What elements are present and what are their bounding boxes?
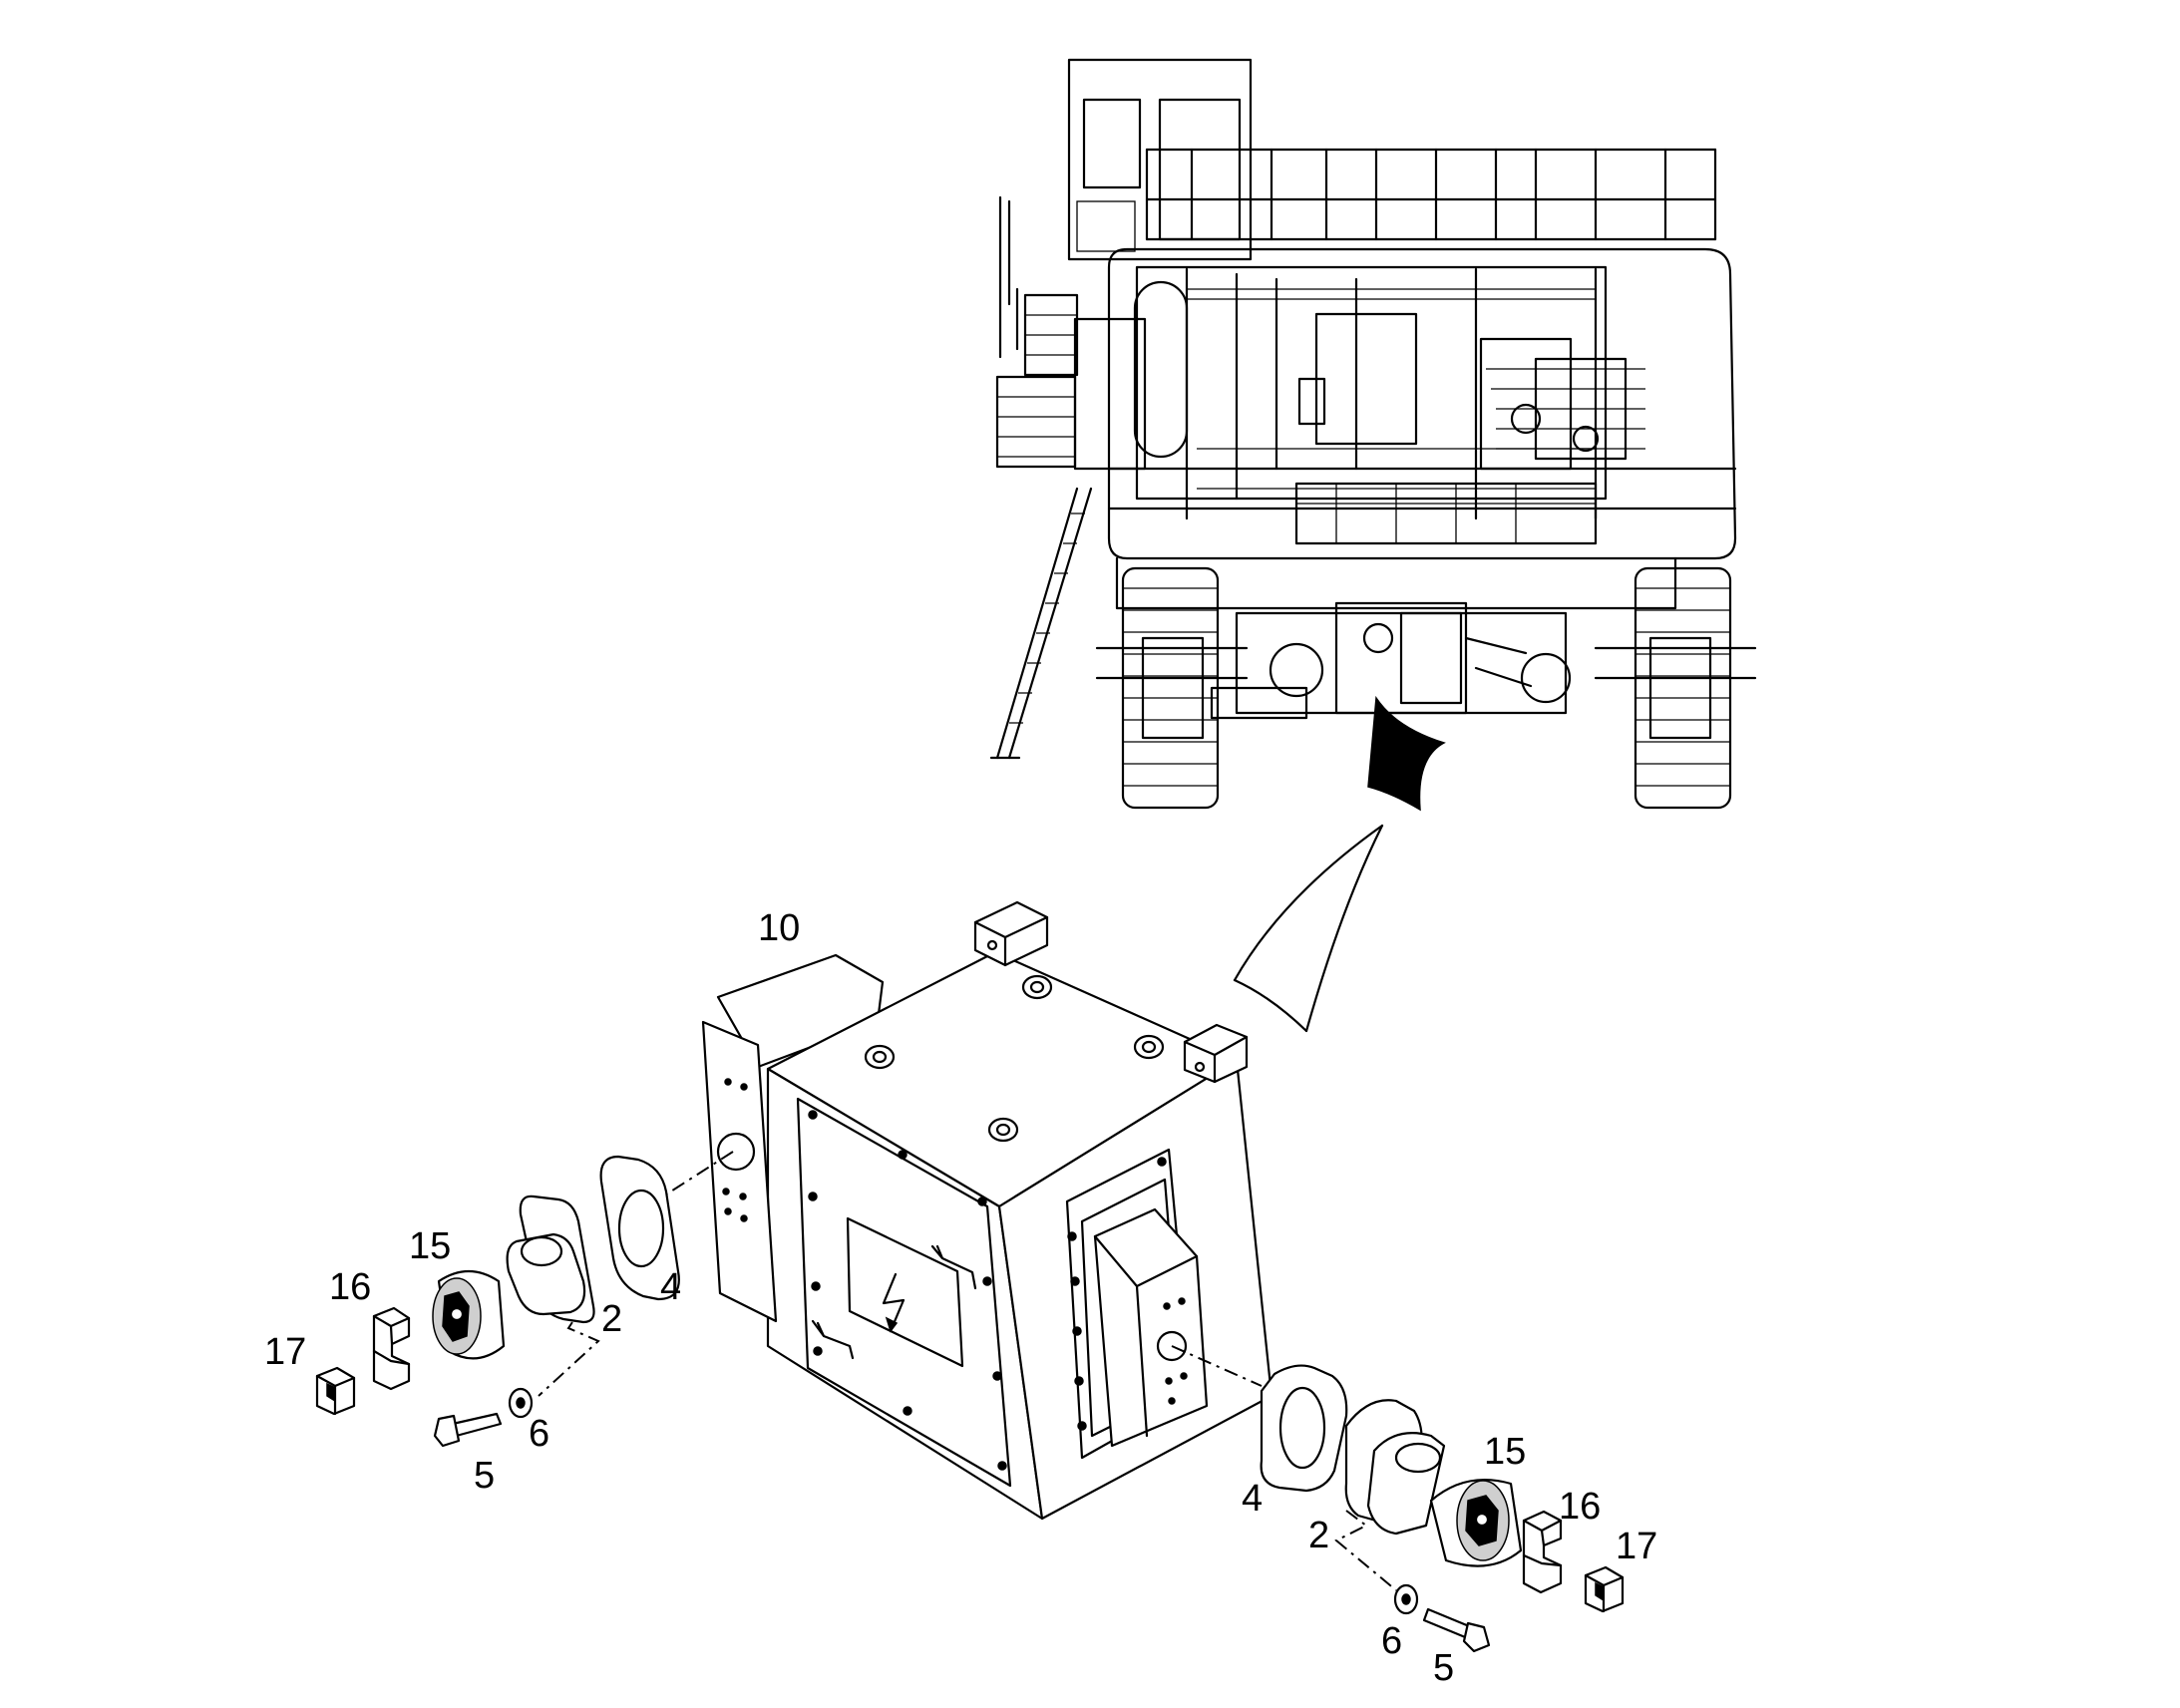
- washer-6-right: [1393, 1583, 1419, 1615]
- callout-15-left: 15: [409, 1225, 451, 1267]
- callout-5-right: 5: [1433, 1647, 1454, 1689]
- callout-16-left: 16: [329, 1266, 371, 1308]
- lifting-lug: [987, 1117, 1019, 1143]
- mount-15-right: [1429, 1478, 1523, 1567]
- callout-17-right: 17: [1616, 1526, 1657, 1567]
- callout-16-right: 16: [1559, 1486, 1601, 1528]
- right-mounting-parts: [1171, 1345, 1625, 1653]
- callout-17-left: 17: [264, 1331, 306, 1373]
- lifting-lug: [1133, 1034, 1165, 1060]
- lifting-lug: [1021, 974, 1053, 1000]
- bolt-5-right: [1422, 1607, 1491, 1653]
- callout-15-right: 15: [1484, 1431, 1526, 1473]
- callout-10: 10: [758, 907, 800, 949]
- lightning-bolt-icon: [882, 1272, 906, 1333]
- lifting-lug: [864, 1044, 896, 1070]
- clip-16-right: [1522, 1510, 1563, 1594]
- bolt-5-left: [433, 1412, 503, 1448]
- washer-6-left: [508, 1387, 534, 1419]
- left-mounting-parts: [315, 1151, 734, 1448]
- flange-2-left: [506, 1195, 595, 1324]
- mount-15-left: [432, 1270, 506, 1360]
- gasket-4-right: [1260, 1364, 1348, 1493]
- callout-5-left: 5: [474, 1455, 495, 1497]
- callout-4-right: 4: [1242, 1478, 1263, 1520]
- callout-6-left: 6: [529, 1413, 549, 1455]
- location-pointer-arrow: [1233, 695, 1446, 1033]
- callout-2-right: 2: [1308, 1515, 1329, 1556]
- clip-16-left: [372, 1306, 411, 1391]
- callout-6-right: 6: [1381, 1620, 1402, 1662]
- block-17-left: [315, 1366, 356, 1416]
- callout-labels: 10 15 16 17 2 4 5 6 4 2 15 16 17 6 5: [264, 907, 1657, 1689]
- gasket-4-left: [599, 1155, 680, 1301]
- excavator-rear-view: [989, 58, 1757, 810]
- callout-2-left: 2: [601, 1298, 622, 1340]
- flange-2-right: [1344, 1399, 1446, 1536]
- callout-4-left: 4: [660, 1266, 681, 1308]
- electrical-cabinet: [701, 900, 1273, 1521]
- block-17-right: [1584, 1565, 1625, 1613]
